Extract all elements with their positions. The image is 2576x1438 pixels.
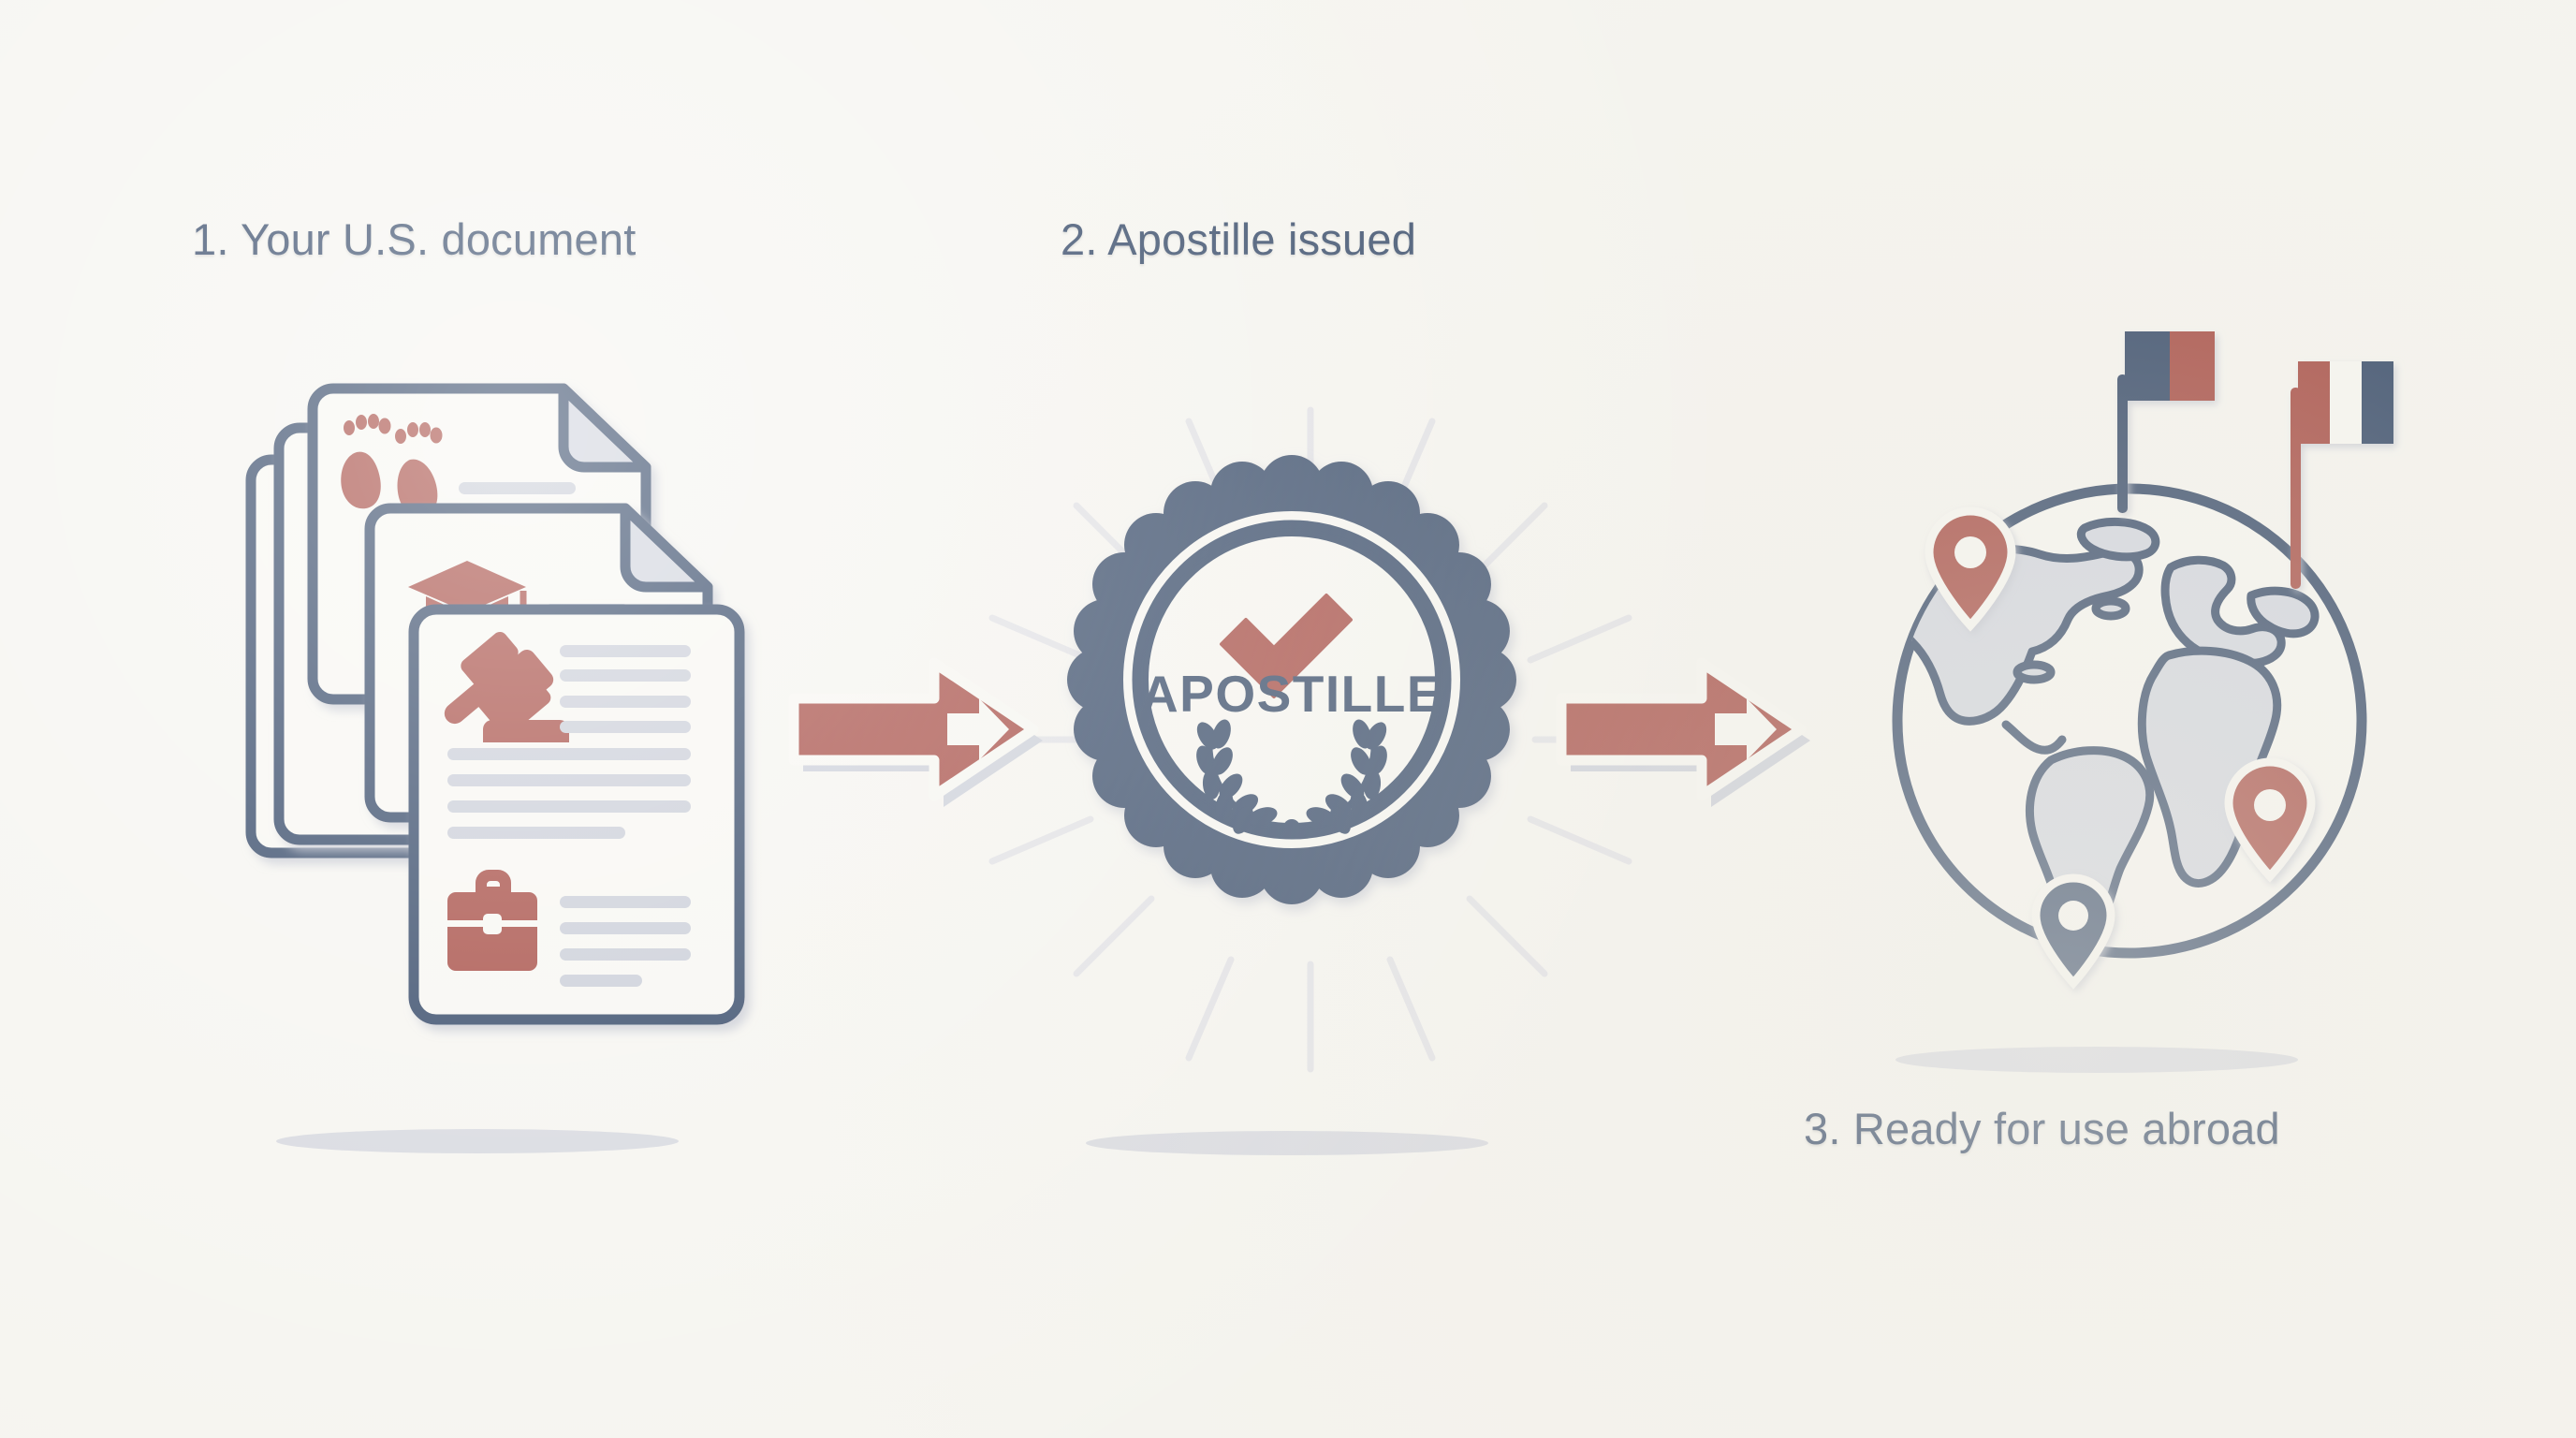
baby-footprints-icon (341, 414, 443, 517)
step-1-label: 1. Your U.S. document (192, 214, 637, 264)
flag-right-band-2 (2330, 361, 2362, 444)
apostille-seal-icon: APOSTILLE (1067, 455, 1516, 904)
seal-ground-shadow (1086, 1131, 1488, 1155)
flag-left (2117, 331, 2215, 513)
seal-radiating-rays (973, 403, 1647, 1077)
document-text-lines-upper (560, 645, 691, 733)
flag-left-band-2 (2170, 331, 2215, 401)
step-3-label: 3. Ready for use abroad (1804, 1104, 2280, 1153)
arrow-right-icon (1556, 657, 1810, 807)
document-stack-ground-shadow (276, 1129, 679, 1153)
gavel-icon (444, 631, 569, 742)
flag-left-band-1 (2125, 331, 2170, 401)
briefcase-icon (447, 870, 537, 971)
globe-icon (1839, 331, 2420, 1049)
step-2-label: 2. Apostille issued (1061, 214, 1417, 264)
seal-outer-ring-gap (1123, 511, 1460, 848)
document-stack-icon (234, 370, 814, 1119)
laurel-wreath-icon (1196, 719, 1387, 836)
arrow-seal-to-globe (1554, 655, 1835, 807)
flag-right-band-1 (2298, 361, 2330, 444)
document-sheet-legal-business (408, 604, 745, 1025)
pin-north-america (1925, 506, 2016, 632)
pin-south-america (2031, 873, 2115, 990)
globe-continents (1897, 517, 2320, 946)
flag-right (2291, 361, 2393, 589)
arrow-right-icon (788, 657, 1043, 807)
document-text-lines-middle (447, 748, 691, 839)
pin-africa (2224, 757, 2316, 883)
flag-right-band-3 (2362, 361, 2393, 444)
globe-ground-shadow (1895, 1047, 2298, 1073)
document-text-lines-lower (560, 896, 691, 987)
checkmark-icon (1220, 594, 1353, 698)
arrow-docs-to-seal (786, 655, 1067, 807)
flag-left-pole (2117, 374, 2128, 513)
seal-text: APOSTILLE (1141, 665, 1442, 723)
